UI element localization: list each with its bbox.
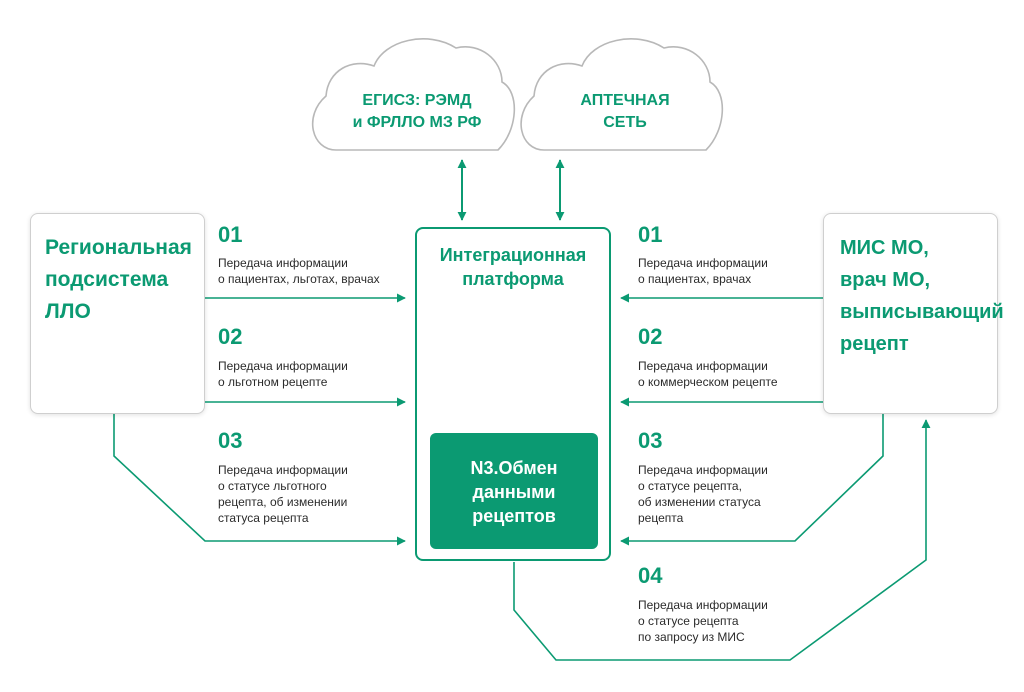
right-flow-01-text: Передача информации о пациентах, врачах [638, 255, 768, 287]
platform-title-line-1: Интеграционная [439, 245, 587, 265]
right-flow-02-text: Передача информации о коммерческом рецеп… [638, 358, 778, 390]
regional-llo-title: Региональная подсистема ЛЛО [45, 232, 203, 328]
left-flow-02-line-2: о льготном рецепте [218, 375, 328, 389]
regional-llo-line-1: Региональная [45, 236, 192, 259]
right-flow-03-line-1: Передача информации [638, 463, 768, 477]
mis-mo-line-3: выписывающий [840, 301, 1004, 323]
arrow-right-04 [513, 419, 931, 661]
n3-module-title: N3.Обмен данными рецептов [430, 456, 598, 528]
right-flow-01-line-1: Передача информации [638, 256, 768, 270]
left-flow-03-number: 03 [218, 428, 243, 453]
left-flow-02-text: Передача информации о льготном рецепте [218, 358, 348, 390]
right-flow-01-number: 01 [638, 222, 663, 247]
left-flow-03-line-2: о статусе льготного [218, 479, 327, 493]
n3-line-1: N3.Обмен [470, 458, 558, 478]
cloud-egisz-label: ЕГИСЗ: РЭМД и ФРЛЛО МЗ РФ [322, 90, 512, 134]
mis-mo-box: МИС МО, врач МО, выписывающий рецепт [823, 213, 1004, 414]
regional-llo-line-2: подсистема [45, 268, 169, 291]
right-flow-03-line-2: о статусе рецепта, [638, 479, 742, 493]
right-flow-04-line-2: о статусе рецепта [638, 614, 739, 628]
right-flow-03-line-3: об изменении статуса [638, 495, 761, 509]
cloud-pharmacy-line-1: АПТЕЧНАЯ [580, 92, 670, 109]
cloud-pharmacy-line-2: СЕТЬ [603, 114, 647, 131]
left-flow-01-line-2: о пациентах, льготах, врачах [218, 272, 380, 286]
right-flow-02-line-2: о коммерческом рецепте [638, 375, 778, 389]
left-flow-01-line-1: Передача информации [218, 256, 348, 270]
n3-line-3: рецептов [472, 506, 556, 526]
n3-exchange-module: N3.Обмен данными рецептов [430, 433, 598, 549]
right-flow-03-number: 03 [638, 428, 663, 453]
cloud-pharmacy-label: АПТЕЧНАЯ СЕТЬ [530, 90, 720, 134]
right-flow-03-text: Передача информации о статусе рецепта, о… [638, 462, 768, 526]
arrow-right-03 [620, 414, 884, 546]
right-flow-02-number: 02 [638, 324, 663, 349]
left-flow-03-line-3: рецепта, об изменении [218, 495, 348, 509]
mis-mo-line-4: рецепт [840, 333, 909, 355]
regional-llo-box: Региональная подсистема ЛЛО [30, 213, 205, 414]
n3-line-2: данными [472, 482, 556, 502]
left-flow-03-line-1: Передача информации [218, 463, 348, 477]
right-flow-04-line-1: Передача информации [638, 598, 768, 612]
right-flow-04-line-3: по запросу из МИС [638, 630, 745, 644]
platform-title-line-2: платформа [462, 269, 564, 289]
platform-title: Интеграционная платформа [417, 243, 609, 291]
cloud-egisz-line-1: ЕГИСЗ: РЭМД [362, 92, 472, 109]
left-flow-02-line-1: Передача информации [218, 359, 348, 373]
mis-mo-line-1: МИС МО, [840, 237, 929, 259]
arrow-left-03 [113, 414, 406, 546]
mis-mo-line-2: врач МО, [840, 269, 931, 291]
cloud-shape-left [311, 38, 516, 151]
cloud-egisz-line-2: и ФРЛЛО МЗ РФ [352, 114, 482, 131]
left-flow-01-text: Передача информации о пациентах, льготах… [218, 255, 380, 287]
left-flow-01-number: 01 [218, 222, 243, 247]
right-flow-02-line-1: Передача информации [638, 359, 768, 373]
left-flow-02-number: 02 [218, 324, 243, 349]
right-flow-04-number: 04 [638, 563, 663, 588]
right-flow-03-line-4: рецепта [638, 511, 684, 525]
regional-llo-line-3: ЛЛО [45, 300, 91, 323]
mis-mo-title: МИС МО, врач МО, выписывающий рецепт [840, 232, 1004, 360]
right-flow-04-text: Передача информации о статусе рецепта по… [638, 597, 768, 645]
integration-platform: Интеграционная платформа N3.Обмен данным… [415, 227, 611, 561]
left-flow-03-line-4: статуса рецепта [218, 511, 309, 525]
left-flow-03-text: Передача информации о статусе льготного … [218, 462, 348, 526]
right-flow-01-line-2: о пациентах, врачах [638, 272, 752, 286]
cloud-shape-right [520, 38, 724, 151]
